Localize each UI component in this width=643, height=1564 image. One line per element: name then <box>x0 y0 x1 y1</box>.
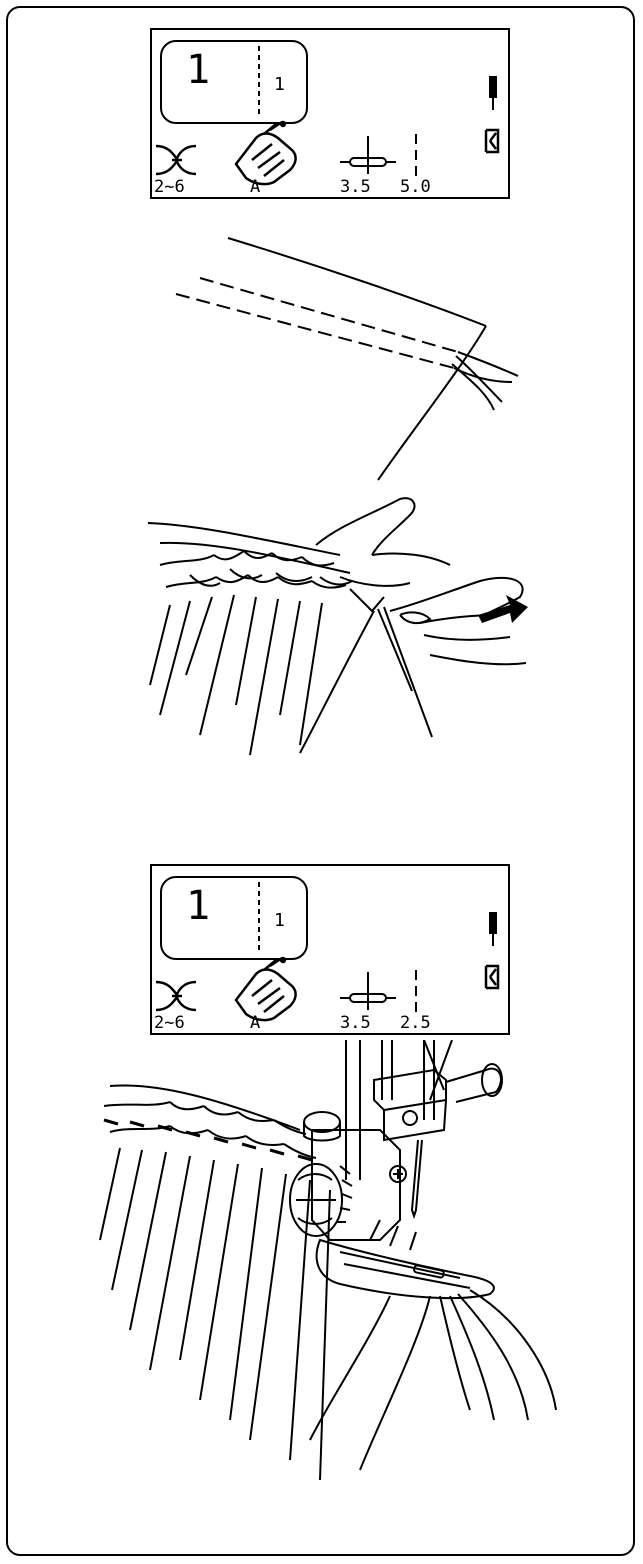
auto-lock-icon <box>486 130 498 152</box>
auto-lock-icon <box>486 966 498 988</box>
presser-foot-label: A <box>250 179 260 196</box>
presser-foot-icon <box>236 958 296 1020</box>
thread-tail-4 <box>456 356 502 402</box>
needle-up-icon <box>489 912 497 946</box>
lcd-display-bottom: 1 1 <box>150 864 510 1035</box>
stitch-row-2 <box>200 278 458 352</box>
stitch-width-value: 3.5 <box>340 179 371 196</box>
fabric-basting-illustration <box>0 230 643 490</box>
thread-tension-icon <box>156 146 196 174</box>
stitch-length-value: 5.0 <box>400 179 431 196</box>
lcd-icons <box>152 866 512 1037</box>
stitch-width-value: 3.5 <box>340 1015 371 1032</box>
fabric-top-edge <box>228 238 486 326</box>
thread-tail-2 <box>458 352 518 376</box>
tension-range-label: 2~6 <box>154 1015 185 1032</box>
needle-up-icon <box>489 76 497 110</box>
stitch-width-icon <box>340 136 396 174</box>
presser-foot-label: A <box>250 1015 260 1032</box>
thread-tension-icon <box>156 982 196 1010</box>
presser-foot-icon <box>236 122 296 184</box>
tension-range-label: 2~6 <box>154 179 185 196</box>
stitch-width-icon <box>340 972 396 1010</box>
stitch-row-1 <box>176 294 454 368</box>
gathering-hands-illustration <box>0 485 643 765</box>
stitch-length-value: 2.5 <box>400 1015 431 1032</box>
lcd-display-top: 1 1 <box>150 28 510 199</box>
pull-direction-arrow-icon <box>478 595 528 623</box>
lcd-icons <box>152 30 512 201</box>
sewing-gathers-illustration <box>0 1040 643 1560</box>
fabric-right-edge <box>378 326 486 480</box>
